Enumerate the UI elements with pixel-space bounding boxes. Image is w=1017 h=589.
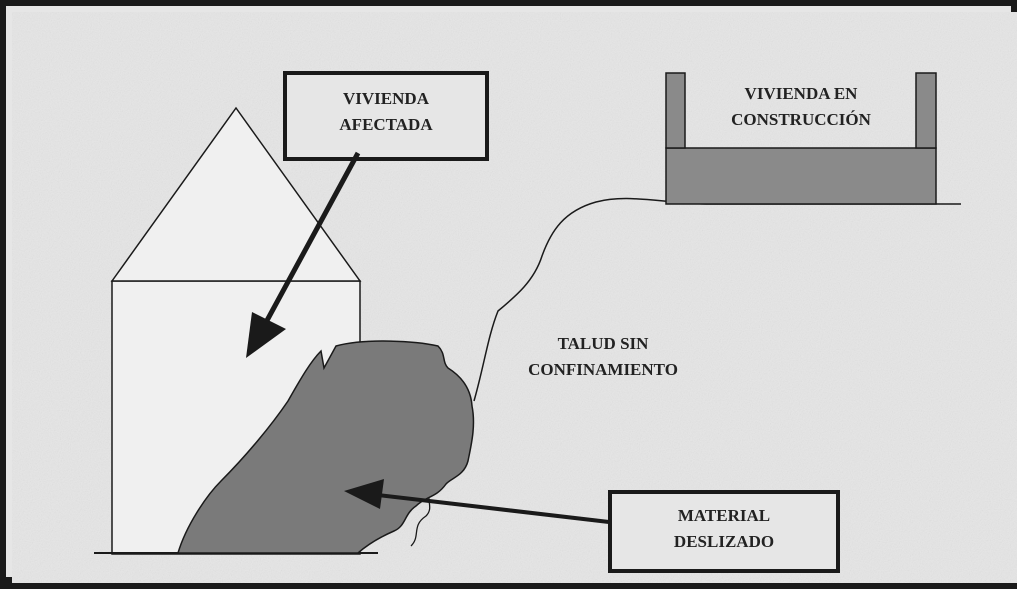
house-roof (110, 106, 362, 282)
construction-label-line1: VIVIENDA EN (745, 84, 859, 103)
construction-base (665, 147, 937, 205)
callout-landslide-box (608, 490, 840, 573)
construction-label-line2: CONSTRUCCIÓN (731, 110, 872, 129)
slope-label-line1: TALUD SIN (558, 334, 650, 353)
callout-affected-house-line2: AFECTADA (339, 115, 433, 134)
slope-label-line2: CONFINAMIENTO (528, 360, 678, 379)
arrow-landslide-shaft (377, 493, 610, 524)
slope-line (473, 197, 961, 402)
callout-affected-house-line1: VIVIENDA (343, 89, 430, 108)
construction-left-column (665, 72, 686, 149)
landslide-material (176, 340, 475, 554)
building-under-construction (665, 72, 937, 205)
callout-landslide-line1: MATERIAL (678, 506, 770, 525)
diagram-canvas: VIVIENDA AFECTADA VIVIENDA EN CONSTRUCCI… (12, 12, 1017, 583)
construction-right-column (915, 72, 937, 149)
callout-affected-house-box (283, 71, 489, 161)
arrow-landslide-head (344, 479, 384, 509)
arrow-affected-house-shaft (261, 151, 361, 328)
arrow-affected-house-head (246, 312, 286, 358)
callout-landslide-line2: DESLIZADO (674, 532, 774, 551)
